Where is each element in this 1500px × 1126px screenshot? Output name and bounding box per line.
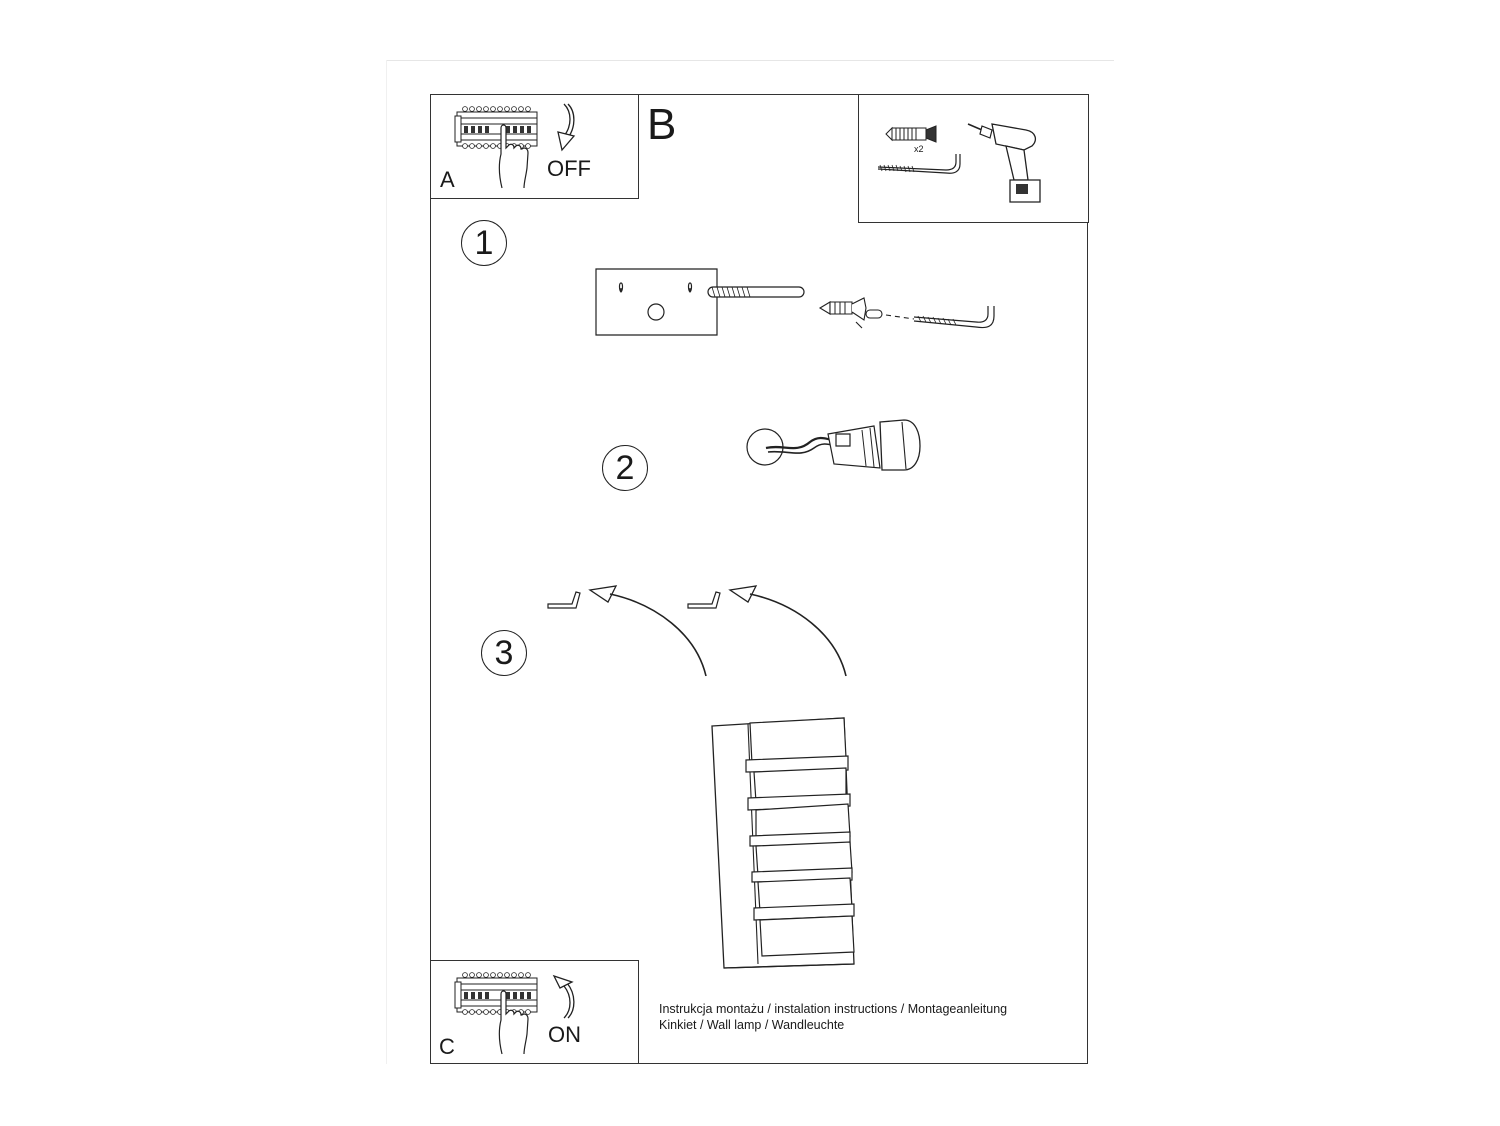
hook-hanging-left	[546, 584, 716, 680]
hand-icon	[495, 988, 531, 1058]
caption-line-1: Instrukcja montażu / instalation instruc…	[659, 1002, 1008, 1016]
quantity-label: x2	[914, 144, 924, 154]
panel-c-letter: C	[439, 1034, 455, 1059]
step-1-assembly	[706, 282, 1002, 334]
instruction-frame	[430, 94, 1088, 1064]
drill-icon	[966, 118, 1046, 208]
sheet-left-edge	[386, 60, 387, 1064]
step-2-marker: 2	[602, 445, 648, 491]
caption-line-2: Kinkiet / Wall lamp / Wandleuchte	[659, 1018, 845, 1032]
step-3-marker: 3	[481, 630, 527, 676]
curved-arrow-icon	[550, 102, 580, 152]
wall-lamp-icon	[708, 716, 858, 970]
hook-screw-icon	[876, 152, 962, 176]
hand-icon	[495, 122, 531, 192]
circuit-breaker-icon	[455, 970, 540, 1060]
tools-panel	[858, 94, 1089, 223]
circuit-breaker-icon	[455, 104, 540, 194]
curved-arrow-icon	[550, 970, 580, 1020]
step-1-marker: 1	[461, 220, 507, 266]
panel-a-letter: A	[440, 167, 455, 192]
panel-a-action: OFF	[547, 156, 591, 181]
mounting-plate-icon	[595, 268, 719, 336]
wall-plug-icon	[884, 124, 944, 146]
panel-b-letter: B	[647, 100, 677, 149]
hook-hanging-right	[686, 584, 856, 680]
lamp-socket-icon	[744, 414, 922, 474]
panel-c-action: ON	[548, 1022, 581, 1047]
sheet-top-edge	[386, 60, 1114, 61]
